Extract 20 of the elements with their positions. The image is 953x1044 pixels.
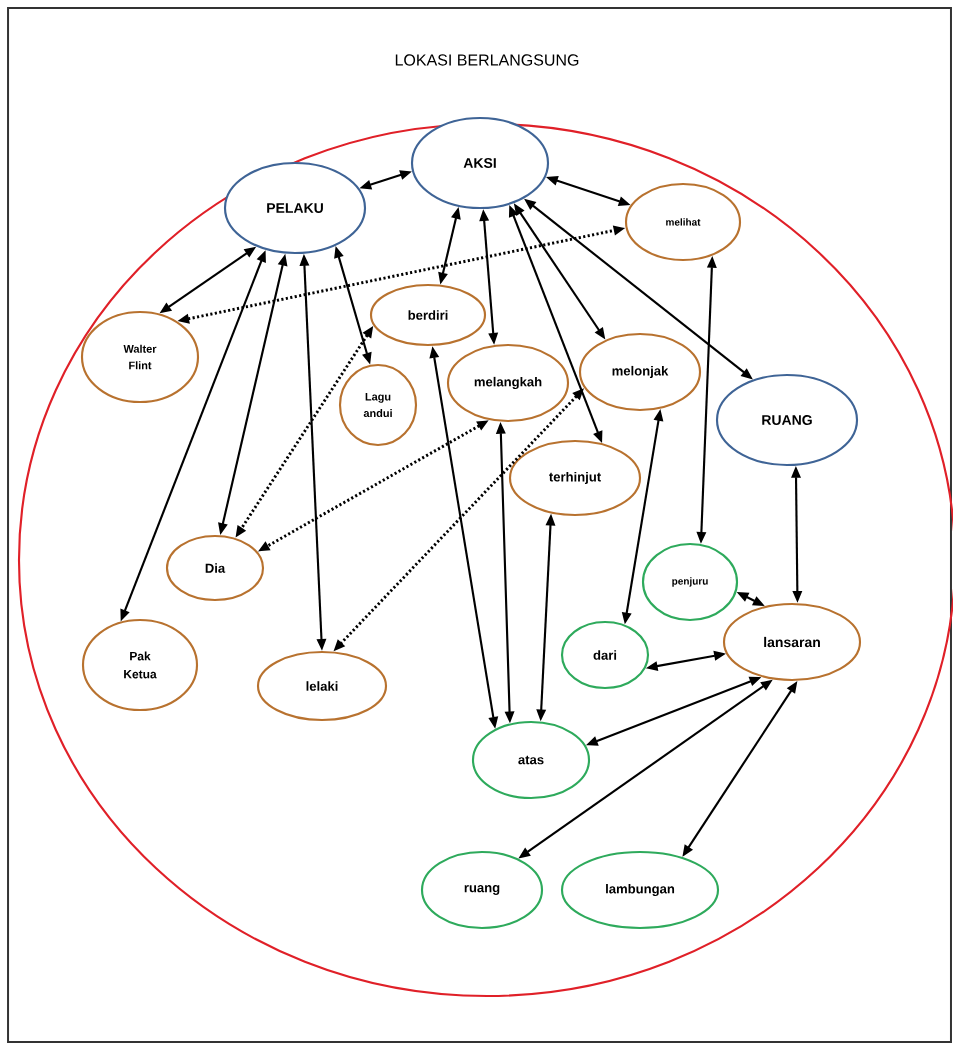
ellipse-node: Lagu andui xyxy=(338,363,418,447)
ellipse-node: PELAKU xyxy=(223,161,367,255)
heading: LOKASI BERLANGSUNG xyxy=(395,54,579,66)
ellipse-node: melangkah xyxy=(446,343,570,423)
ellipse-node: terhinjut xyxy=(508,439,642,517)
ellipse-node: Walter Flint xyxy=(80,310,200,404)
ellipse-node: lansaran xyxy=(722,602,862,682)
ellipse-node: RUANG xyxy=(715,373,859,467)
ellipse-node: ruang xyxy=(420,850,544,930)
ellipse-node: dari xyxy=(560,620,650,690)
ellipse-node: melonjak xyxy=(578,332,702,412)
ellipse-node: Dia xyxy=(165,534,265,602)
ellipse-node: lambungan xyxy=(560,850,720,930)
ellipse-node: atas xyxy=(471,720,591,800)
ellipse-node: AKSI xyxy=(410,116,550,210)
ellipse-node: melihat xyxy=(624,182,742,262)
ellipse-node: Pak Ketua xyxy=(81,618,199,712)
ellipse-node: penjuru xyxy=(641,542,739,622)
ellipse-node: lelaki xyxy=(256,650,388,722)
ellipse-node: berdiri xyxy=(369,283,487,347)
